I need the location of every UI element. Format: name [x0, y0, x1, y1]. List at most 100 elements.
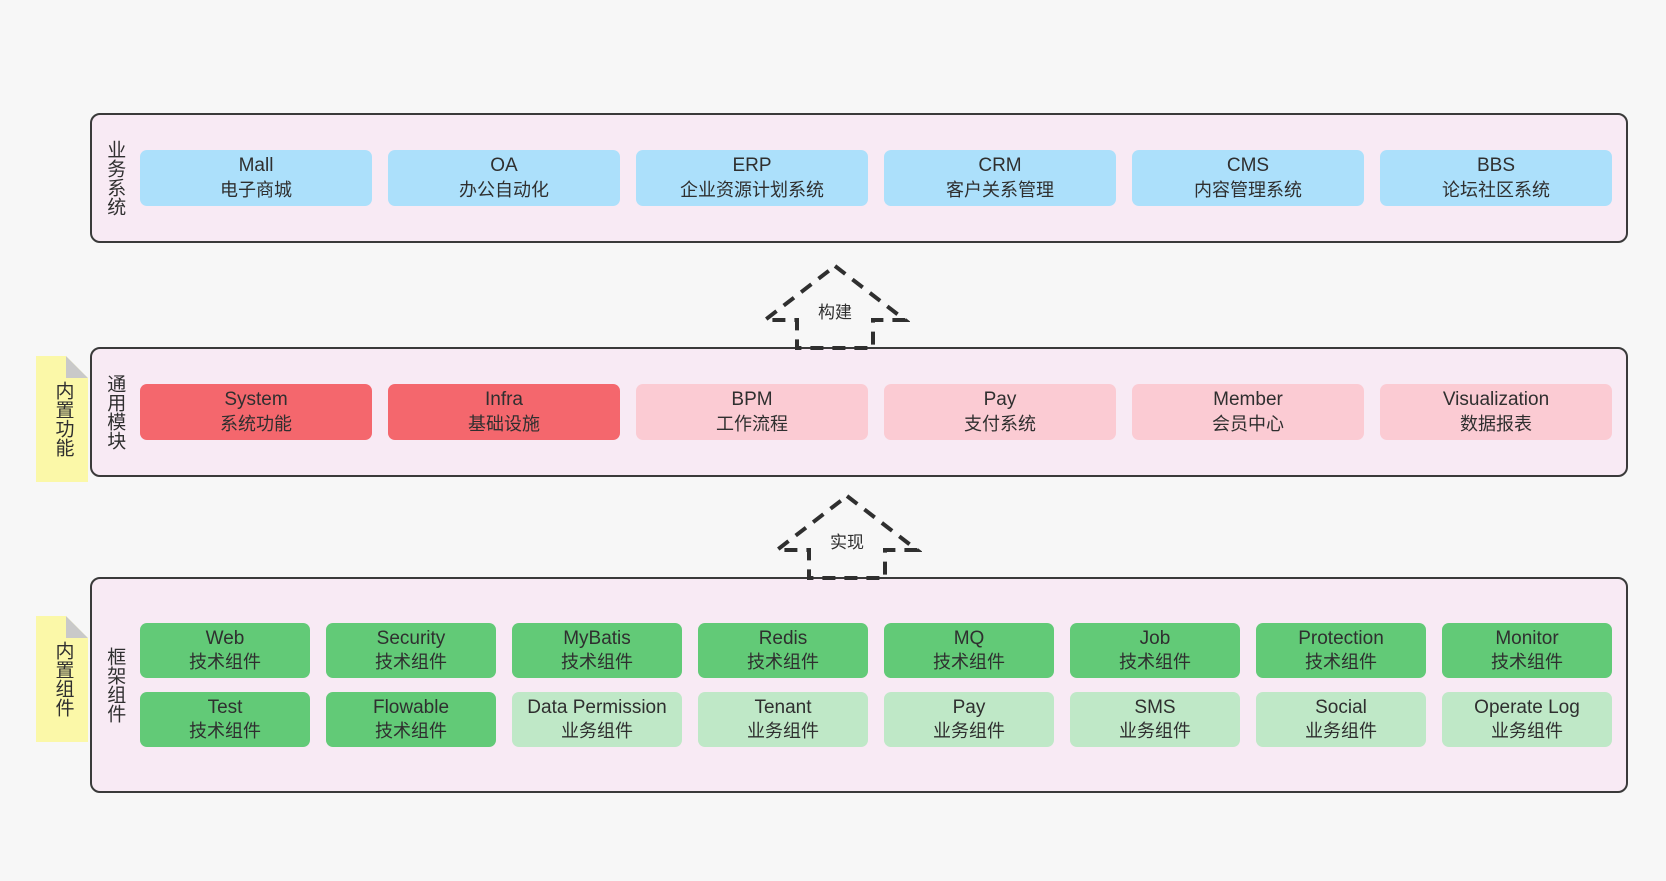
note-fold-icon	[66, 616, 88, 638]
layer-title-common-module: 通用模块	[104, 374, 126, 450]
card-oa[interactable]: OA 办公自动化	[388, 150, 620, 206]
card-visualization[interactable]: Visualization 数据报表	[1380, 384, 1612, 440]
card-title: Monitor	[1495, 627, 1559, 649]
card-title: Member	[1213, 389, 1283, 411]
card-web[interactable]: Web 技术组件	[140, 622, 310, 678]
card-erp[interactable]: ERP 企业资源计划系统	[636, 150, 868, 206]
note-label: 内置组件	[52, 641, 74, 717]
card-subtitle: 支付系统	[964, 413, 1036, 434]
card-data-permission[interactable]: Data Permission 业务组件	[512, 692, 682, 748]
card-title: Test	[207, 697, 243, 718]
card-title: CRM	[978, 155, 1022, 177]
layer-business-system: 业务系统 Mall 电子商城 OA 办公自动化 ERP 企业资源计划系统 CRM…	[90, 113, 1628, 243]
card-subtitle: 工作流程	[716, 413, 788, 434]
box-row: Mall 电子商城 OA 办公自动化 ERP 企业资源计划系统 CRM 客户关系…	[140, 150, 1612, 206]
card-title: CMS	[1226, 155, 1270, 177]
card-member[interactable]: Member 会员中心	[1132, 384, 1364, 440]
card-subtitle: 技术组件	[375, 651, 447, 672]
card-bbs[interactable]: BBS 论坛社区系统	[1380, 150, 1612, 206]
card-title: Job	[1139, 627, 1171, 649]
layer-framework-component: 框架组件 Web 技术组件 Security 技术组件 MyBatis 技术组件…	[90, 577, 1628, 793]
card-title: System	[224, 389, 288, 411]
card-subtitle: 基础设施	[468, 413, 540, 434]
box-row: System 系统功能 Infra 基础设施 BPM 工作流程 Pay 支付系统…	[140, 384, 1612, 440]
card-pay[interactable]: Pay 支付系统	[884, 384, 1116, 440]
card-mybatis[interactable]: MyBatis 技术组件	[512, 622, 682, 678]
card-subtitle: 技术组件	[1305, 651, 1377, 672]
note-fold-icon	[66, 356, 88, 378]
card-infra[interactable]: Infra 基础设施	[388, 384, 620, 440]
card-flowable[interactable]: Flowable 技术组件	[326, 692, 496, 748]
card-cms[interactable]: CMS 内容管理系统	[1132, 150, 1364, 206]
connector-build-arrow	[760, 263, 910, 350]
card-title: BPM	[731, 389, 773, 411]
card-title: Flowable	[372, 697, 450, 718]
box-row: Test 技术组件 Flowable 技术组件 Data Permission …	[140, 692, 1612, 748]
card-subtitle: 技术组件	[189, 721, 261, 742]
card-subtitle: 业务组件	[933, 721, 1005, 742]
card-subtitle: 数据报表	[1460, 413, 1532, 434]
card-title: Tenant	[754, 697, 812, 718]
card-title: ERP	[732, 155, 772, 177]
card-title: Operate Log	[1474, 697, 1580, 718]
card-subtitle: 业务组件	[1305, 721, 1377, 742]
card-title: Pay	[952, 697, 986, 718]
card-title: BBS	[1476, 155, 1516, 177]
card-crm[interactable]: CRM 客户关系管理	[884, 150, 1116, 206]
note-builtin-component: 内置组件	[36, 616, 88, 742]
card-title: Social	[1315, 697, 1367, 718]
card-title: Protection	[1298, 627, 1384, 649]
card-redis[interactable]: Redis 技术组件	[698, 622, 868, 678]
card-subtitle: 业务组件	[1491, 721, 1563, 742]
connector-implement-arrow	[772, 493, 922, 580]
card-security[interactable]: Security 技术组件	[326, 622, 496, 678]
card-operate-log[interactable]: Operate Log 业务组件	[1442, 692, 1612, 748]
card-subtitle: 内容管理系统	[1194, 179, 1302, 200]
card-subtitle: 技术组件	[375, 721, 447, 742]
card-social[interactable]: Social 业务组件	[1256, 692, 1426, 748]
card-subtitle: 会员中心	[1212, 413, 1284, 434]
box-row: Web 技术组件 Security 技术组件 MyBatis 技术组件 Redi…	[140, 622, 1612, 678]
card-title: Infra	[484, 389, 524, 411]
card-monitor[interactable]: Monitor 技术组件	[1442, 622, 1612, 678]
card-system[interactable]: System 系统功能	[140, 384, 372, 440]
card-subtitle: 电子商城	[220, 179, 292, 200]
card-tenant[interactable]: Tenant 业务组件	[698, 692, 868, 748]
card-job[interactable]: Job 技术组件	[1070, 622, 1240, 678]
card-mall[interactable]: Mall 电子商城	[140, 150, 372, 206]
card-bpm[interactable]: BPM 工作流程	[636, 384, 868, 440]
card-subtitle: 企业资源计划系统	[680, 179, 824, 200]
card-subtitle: 论坛社区系统	[1442, 179, 1550, 200]
card-test[interactable]: Test 技术组件	[140, 692, 310, 748]
card-subtitle: 技术组件	[747, 651, 819, 672]
card-mq[interactable]: MQ 技术组件	[884, 622, 1054, 678]
card-protection[interactable]: Protection 技术组件	[1256, 622, 1426, 678]
card-title: Visualization	[1442, 389, 1550, 411]
card-subtitle: 客户关系管理	[946, 179, 1054, 200]
note-label: 内置功能	[52, 381, 74, 457]
card-subtitle: 办公自动化	[459, 179, 549, 200]
card-title: OA	[490, 155, 518, 177]
card-pay-business[interactable]: Pay 业务组件	[884, 692, 1054, 748]
card-title: Redis	[758, 627, 808, 649]
card-title: Pay	[983, 389, 1017, 411]
connector-implement-label: 实现	[830, 533, 864, 552]
card-title: Web	[205, 627, 245, 649]
card-subtitle: 技术组件	[1491, 651, 1563, 672]
connector-build-label: 构建	[818, 303, 852, 322]
card-subtitle: 技术组件	[1119, 651, 1191, 672]
connector-implement: 实现	[772, 492, 922, 580]
card-sms[interactable]: SMS 业务组件	[1070, 692, 1240, 748]
layer-title-framework-component: 框架组件	[104, 647, 126, 723]
card-title: MyBatis	[563, 627, 631, 649]
connector-build: 构建	[760, 262, 910, 350]
layer-body-business-system: Mall 电子商城 OA 办公自动化 ERP 企业资源计划系统 CRM 客户关系…	[136, 115, 1626, 241]
card-title: MQ	[953, 627, 985, 649]
card-subtitle: 业务组件	[1119, 721, 1191, 742]
card-title: Data Permission	[527, 697, 667, 718]
card-subtitle: 系统功能	[220, 413, 292, 434]
card-title: SMS	[1134, 697, 1176, 718]
card-title: Security	[376, 627, 446, 649]
layer-title-business-system: 业务系统	[104, 140, 126, 216]
